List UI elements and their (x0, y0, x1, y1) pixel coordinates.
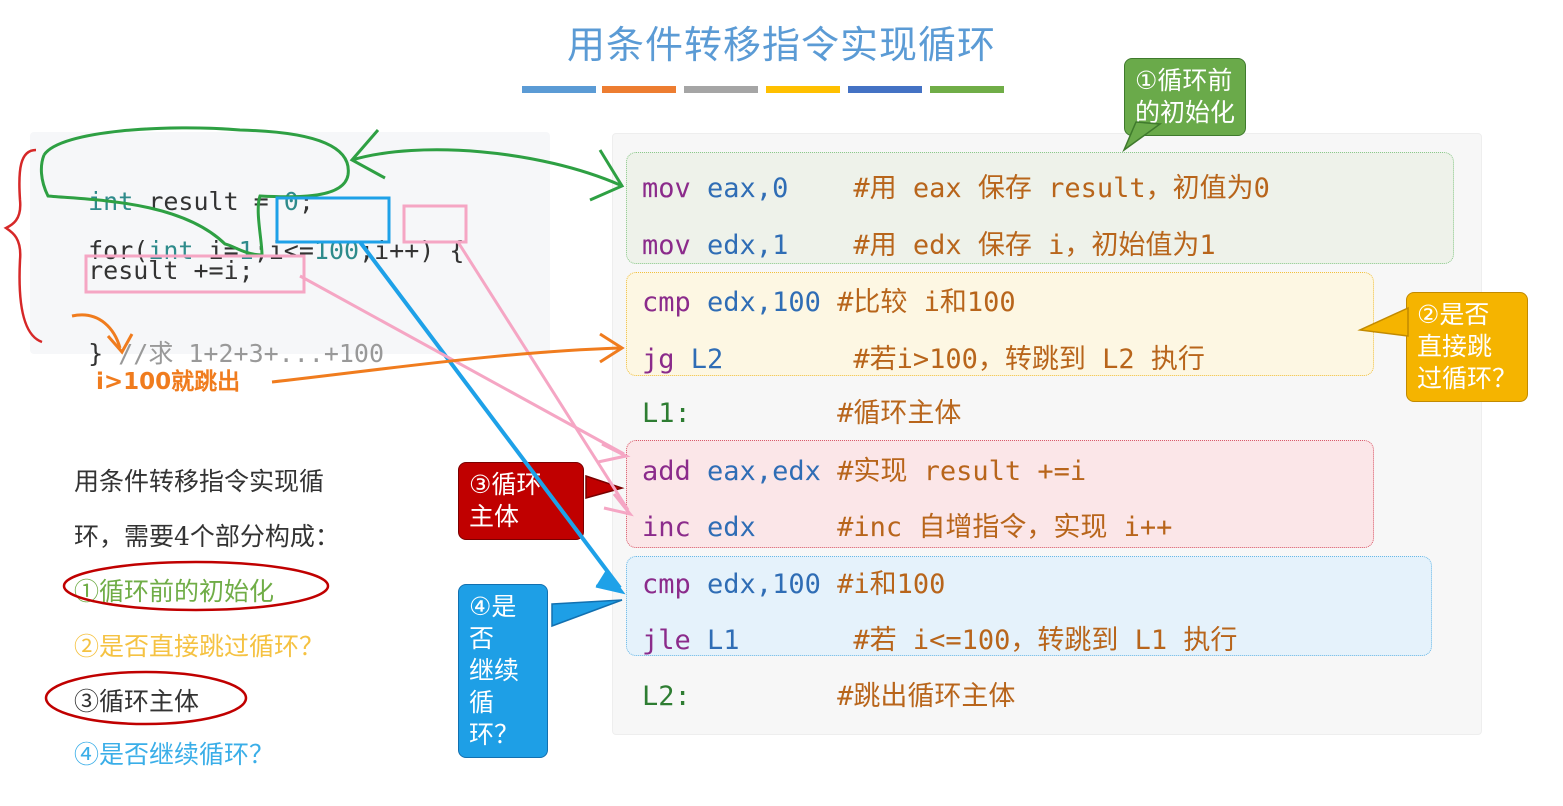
asm-comment: #若 i<=100，转跳到 L1 执行 (853, 625, 1238, 656)
asm-line: mov edx,1 #用 edx 保存 i，初始值为1 (642, 223, 1216, 262)
orange-curve (71, 313, 122, 349)
asm-opcode: cmp (642, 287, 691, 318)
init-box (626, 152, 1454, 264)
page-title: 用条件转移指令实现循环 (566, 23, 996, 67)
bubble-body: ③循环主体 (458, 462, 584, 540)
color-bar-1 (522, 86, 596, 93)
asm-comment: #用 edx 保存 i，初始值为1 (853, 230, 1216, 261)
increment-highlight (402, 204, 468, 244)
color-bar-6 (930, 86, 1004, 93)
asm-line: cmp edx,100 #i和100 (642, 562, 945, 601)
bubble-skip: ②是否直接跳过循环？ (1406, 292, 1529, 402)
bubble-body-tail (585, 474, 625, 499)
asm-line: cmp edx,100 #比较 i和100 (642, 280, 1016, 319)
c-code-line-1: int result = 0; (88, 187, 314, 216)
circle-part-3 (44, 670, 248, 726)
pink-arrow-body (299, 274, 625, 456)
skip-check-box (626, 272, 1374, 376)
bubble-continue: ④是否继续循环？ (458, 584, 548, 758)
asm-operands: edx,100 (707, 287, 821, 318)
color-bar-3 (684, 86, 758, 93)
asm-line: add eax,edx #实现 result +=i (642, 449, 1086, 488)
part-4: ④是否继续循环？ (74, 740, 275, 769)
asm-opcode: add (642, 456, 691, 487)
asm-comment: #i和100 (837, 569, 946, 600)
explain-line-2: 环，需要4个部分构成： (74, 522, 340, 551)
color-bar-2 (602, 86, 676, 93)
body-highlight (84, 254, 306, 294)
asm-line: inc edx #inc 自增指令，实现 i++ (642, 505, 1172, 544)
jump-annotation: i>100就跳出 (96, 369, 241, 395)
color-bar-4 (766, 86, 840, 93)
asm-operands: L1 (707, 625, 740, 656)
explain-line-1: 用条件转移指令实现循 (74, 467, 325, 496)
asm-opcode: cmp (642, 569, 691, 600)
bubble-skip-tail (1357, 306, 1409, 337)
asm-label: L1: (642, 398, 691, 429)
blue-arrow (358, 240, 622, 590)
green-init-loop (39, 126, 350, 257)
loop-body-box (626, 440, 1374, 548)
continue-check-box (626, 556, 1432, 656)
condition-highlight (275, 196, 391, 244)
asm-opcode: mov (642, 173, 691, 204)
part-1: ①循环前的初始化 (74, 577, 275, 606)
pink-arrow-inc (456, 241, 630, 511)
asm-operands: L2 (690, 344, 724, 375)
bubble-init-tail (1122, 121, 1163, 153)
bubble-continue-tail (551, 599, 623, 628)
asm-opcode: jle (642, 625, 691, 656)
color-bar-5 (848, 86, 922, 93)
asm-opcode: jg (642, 344, 675, 375)
part-2: ②是否直接跳过循环？ (74, 632, 325, 661)
asm-opcode: inc (642, 512, 691, 543)
asm-line: L2: #跳出循环主体 (642, 674, 1015, 713)
asm-comment: #用 eax 保存 result，初值为0 (853, 173, 1270, 204)
asm-opcode: mov (642, 230, 691, 261)
asm-comment: #比较 i和100 (837, 287, 1016, 318)
asm-comment: #实现 result +=i (837, 456, 1087, 487)
c-code-line-4: } //求 1+2+3+...+100 (88, 339, 385, 368)
asm-line: jle L1 #若 i<=100，转跳到 L1 执行 (642, 618, 1237, 657)
asm-comment: #跳出循环主体 (837, 681, 1016, 712)
asm-line: mov eax,0 #用 eax 保存 result，初值为0 (642, 166, 1270, 205)
asm-operands: edx,1 (707, 230, 789, 261)
orange-arrow (271, 346, 621, 384)
green-arrow (351, 148, 621, 187)
asm-line: L1: #循环主体 (642, 391, 961, 430)
asm-operands: eax,edx (707, 456, 821, 487)
red-brace (3, 148, 43, 344)
asm-operands: eax,0 (707, 173, 789, 204)
circle-part-1 (62, 560, 330, 612)
part-3: ③循环主体 (74, 687, 200, 716)
asm-comment: #inc 自增指令，实现 i++ (837, 512, 1173, 543)
c-code-line-3: result +=i; (58, 256, 254, 285)
asm-line: jg L2 #若i>100，转跳到 L2 执行 (642, 337, 1205, 376)
asm-label: L2: (642, 681, 691, 712)
asm-operands: edx,100 (707, 569, 821, 600)
asm-comment: #若i>100，转跳到 L2 执行 (853, 344, 1205, 375)
asm-comment: #循环主体 (837, 398, 962, 429)
asm-operands: edx (707, 512, 756, 543)
